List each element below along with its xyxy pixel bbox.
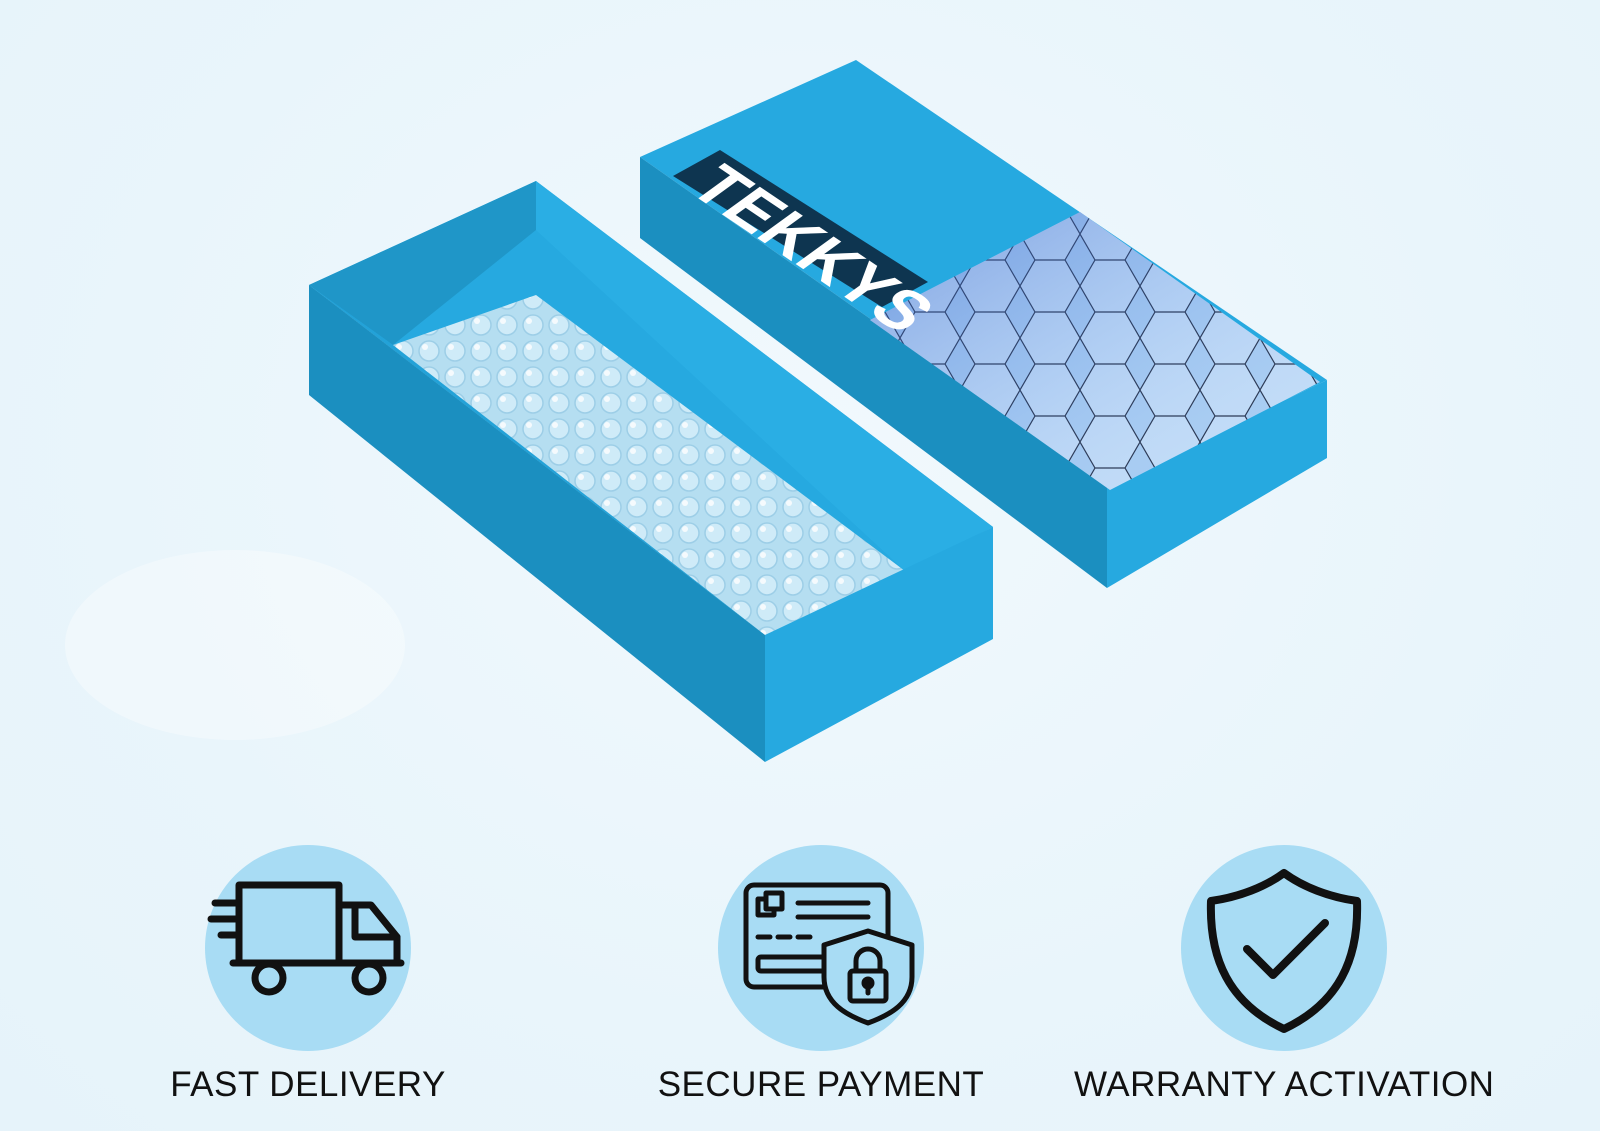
icon-circle (718, 845, 924, 1051)
feature-label: FAST DELIVERY (170, 1065, 446, 1104)
feature-label: WARRANTY ACTIVATION (1074, 1065, 1495, 1104)
shield-check-icon (1206, 869, 1362, 1033)
feature-warranty-activation: WARRANTY ACTIVATION (1074, 845, 1494, 1105)
truck-icon (207, 881, 405, 996)
box-lid: TEKKYS (640, 60, 1327, 588)
secure-card-icon (743, 882, 915, 1026)
feature-fast-delivery: FAST DELIVERY (98, 845, 518, 1105)
icon-circle (205, 845, 411, 1051)
packaging-illustration: TEKKYS (309, 60, 1327, 762)
bubble-wrap (393, 295, 905, 635)
feature-label: SECURE PAYMENT (657, 1065, 985, 1104)
icon-circle (1181, 845, 1387, 1051)
open-box (309, 181, 993, 762)
feature-secure-payment: SECURE PAYMENT (611, 845, 1031, 1105)
